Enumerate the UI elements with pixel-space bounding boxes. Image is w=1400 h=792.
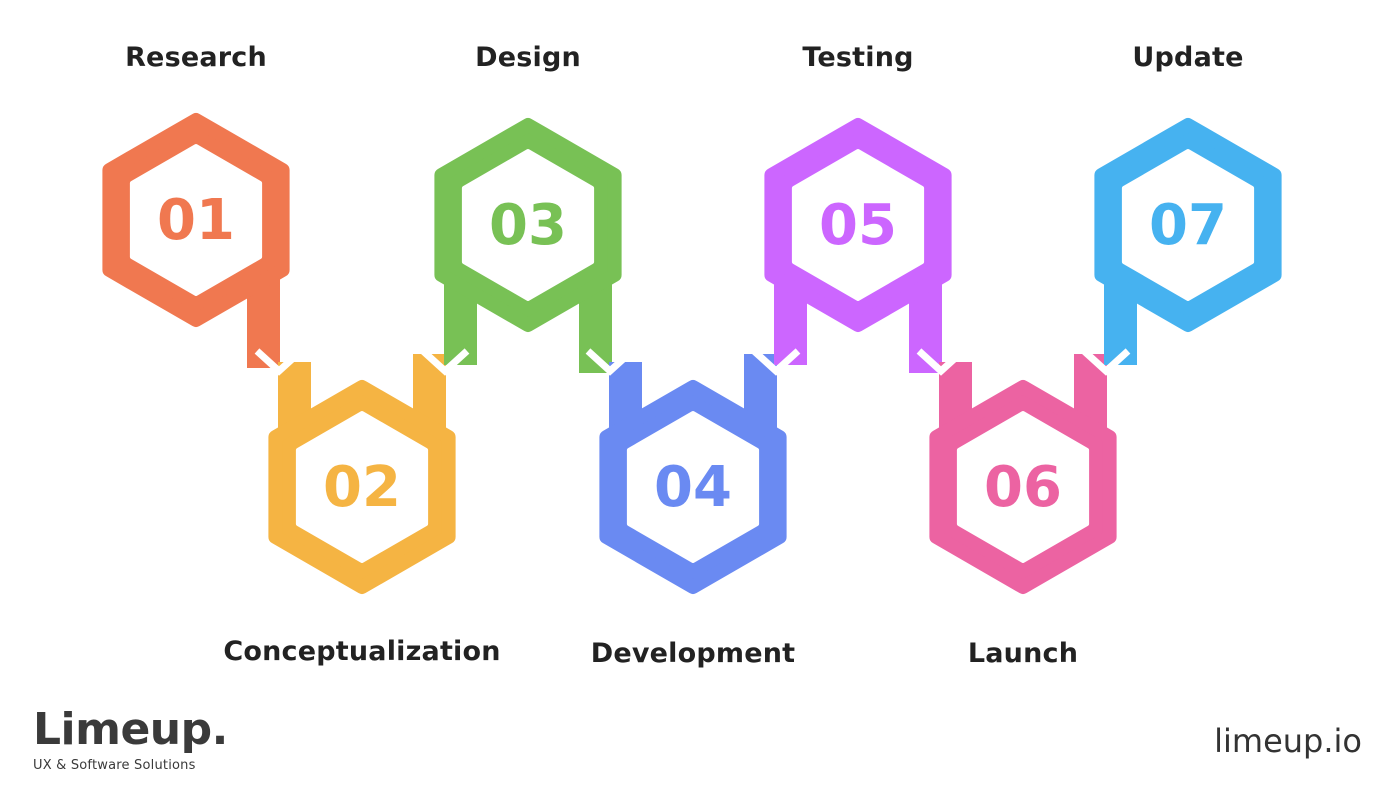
connector-notch-3 xyxy=(585,348,635,376)
step-04-number: 04 xyxy=(654,455,732,520)
step-03-label: Design xyxy=(475,42,581,73)
site-url: limeup.io xyxy=(1214,722,1362,760)
connector-notch-4 xyxy=(751,348,801,376)
step-02-number: 02 xyxy=(323,455,401,520)
step-04-label: Development xyxy=(590,638,796,669)
step-07-hexagon: 07 xyxy=(1094,118,1282,365)
step-02-hexagon: 02 xyxy=(268,354,456,594)
step-05-hexagon: 05 xyxy=(764,118,952,373)
brand-name: Limeup. xyxy=(33,704,228,755)
connector-notch-5 xyxy=(916,348,966,376)
step-01-hexagon: 01 xyxy=(102,113,290,368)
step-03-number: 03 xyxy=(489,193,567,258)
step-04-hexagon: 04 xyxy=(599,354,787,594)
step-03-hexagon: 03 xyxy=(434,118,622,373)
step-02-label: Conceptualization xyxy=(223,636,501,667)
step-07-number: 07 xyxy=(1149,193,1227,258)
step-07-label: Update xyxy=(1132,42,1244,73)
step-05-number: 05 xyxy=(819,193,897,258)
step-01-label: Research xyxy=(125,42,267,73)
connector-notch-2 xyxy=(420,348,470,376)
brand-tagline: UX & Software Solutions xyxy=(33,758,196,773)
connector-notch-1 xyxy=(254,348,304,376)
step-05-label: Testing xyxy=(802,42,914,73)
step-01-number: 01 xyxy=(157,188,235,253)
connector-notch-6 xyxy=(1081,348,1131,376)
brand-logo: Limeup. UX & Software Solutions xyxy=(33,704,228,774)
step-06-label: Launch xyxy=(967,638,1079,669)
step-06-hexagon: 06 xyxy=(929,354,1117,594)
step-06-number: 06 xyxy=(984,455,1062,520)
